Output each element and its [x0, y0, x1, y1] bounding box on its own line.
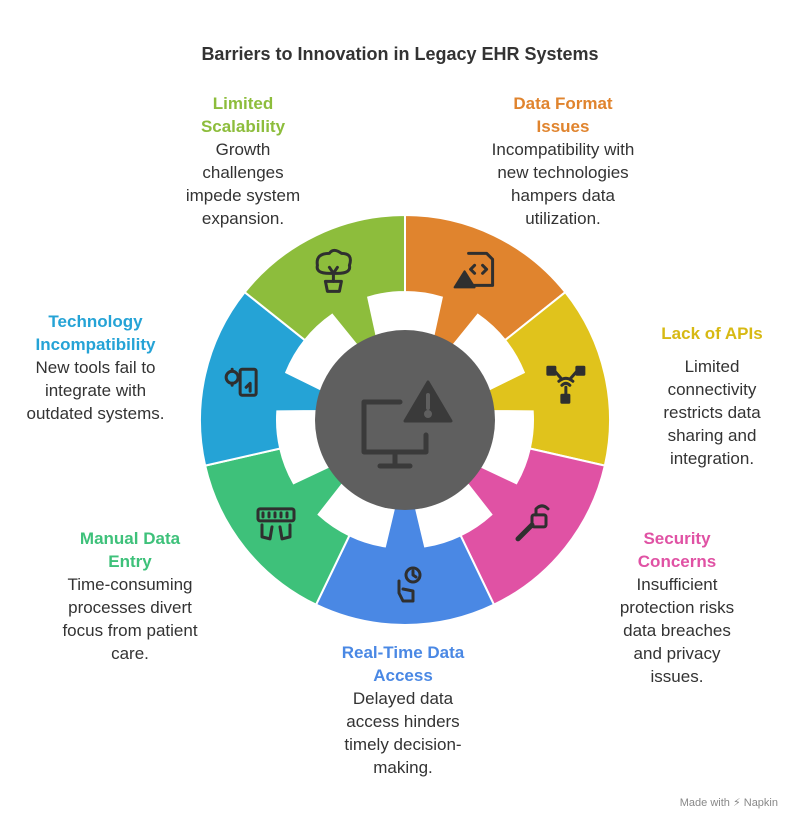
label-security: Security Concerns Insufficient protectio…	[602, 527, 752, 688]
label-data-format: Data Format Issues Incompatibility with …	[488, 92, 638, 230]
brand-text: Napkin	[743, 797, 778, 809]
file-code-warning-icon	[453, 251, 495, 289]
unlocked-padlock-icon	[515, 504, 550, 542]
watch-phone-sync-icon	[224, 367, 258, 397]
heading-manual: Manual Data Entry	[79, 529, 181, 571]
segment-real-time	[314, 506, 496, 626]
heading-scalability: Limited Scalability	[200, 94, 286, 136]
heading-real-time: Real-Time Data Access	[341, 643, 465, 685]
network-wifi-icon	[546, 365, 586, 404]
made-with-text: Made with	[679, 797, 730, 809]
diagram-title: Barriers to Innovation in Legacy EHR Sys…	[201, 44, 599, 64]
keyboard-hands-icon	[256, 507, 296, 541]
clock-touch-icon	[397, 566, 422, 603]
description-manual: Time-consuming processes divert focus fr…	[62, 575, 198, 663]
heading-apis: Lack of APIs	[661, 324, 763, 343]
heading-security: Security Concerns	[637, 529, 717, 571]
label-tech: Technology Incompatibility New tools fai…	[18, 310, 173, 425]
napkin-logo-icon: ⚡	[732, 797, 741, 809]
label-scalability: Limited Scalability Growth challenges im…	[168, 92, 318, 230]
description-tech: New tools fail to integrate with outdate…	[26, 358, 165, 423]
label-manual: Manual Data Entry Time-consuming process…	[55, 527, 205, 665]
label-real-time: Real-Time Data Access Delayed data acces…	[323, 641, 483, 779]
footer: Made with ⚡ Napkin	[680, 796, 778, 809]
monitor-warning-icon	[361, 380, 453, 469]
description-scalability: Growth challenges impede system expansio…	[185, 140, 301, 228]
segment-manual	[203, 447, 351, 607]
heading-data-format: Data Format Issues	[513, 94, 613, 136]
description-data-format: Incompatibility with new technologies ha…	[491, 140, 635, 228]
heading-tech: Technology Incompatibility	[35, 312, 156, 354]
description-apis: Limited connectivity restricts data shar…	[663, 357, 761, 468]
description-security: Insufficient protection risks data breac…	[619, 575, 735, 686]
potted-tree-icon	[315, 248, 352, 293]
label-apis: Lack of APIs Limited connectivity restri…	[637, 322, 787, 470]
description-real-time: Delayed data access hinders timely decis…	[344, 689, 462, 777]
